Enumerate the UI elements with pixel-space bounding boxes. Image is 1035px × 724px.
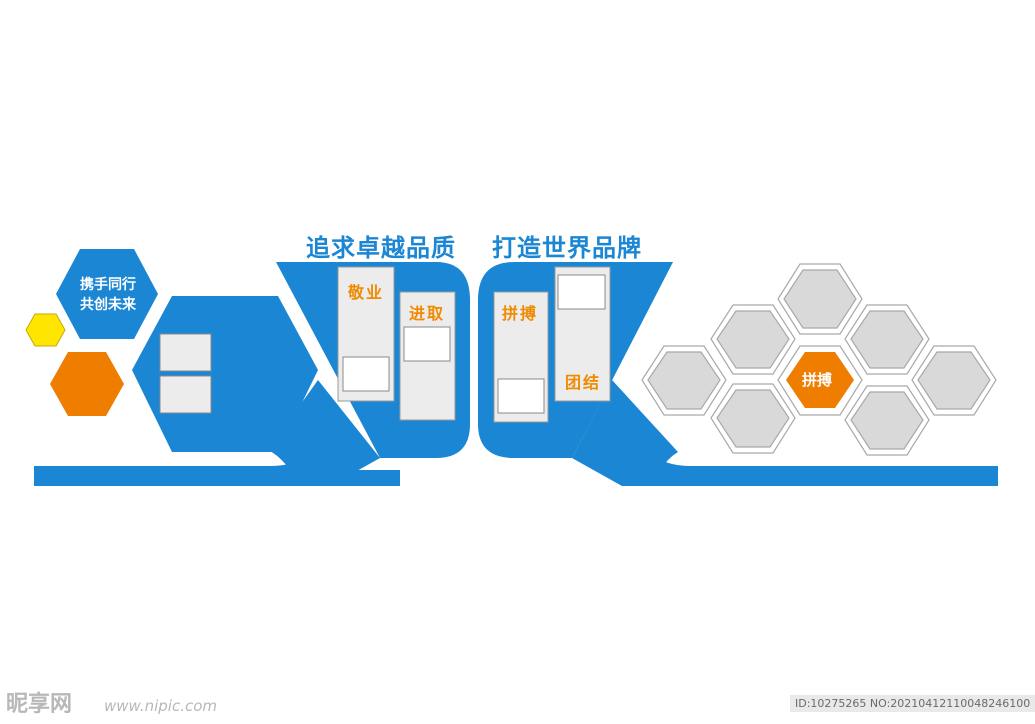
hex-photo-top: [159, 333, 212, 372]
motto-line-1: 携手同行: [80, 277, 136, 293]
hex-photo-bottom: [159, 375, 212, 414]
right-v-foot: [572, 380, 678, 486]
watermark-site-logo: 昵享网: [6, 691, 73, 717]
panel-jinqu-photo: [403, 326, 451, 362]
base-strip: [34, 420, 338, 486]
slogan-right: 打造世界品牌: [492, 234, 642, 262]
slogan-left: 追求卓越品质: [306, 234, 456, 262]
panel-jingye-photo: [342, 356, 390, 392]
honeycomb-orange-label: 拼搏: [802, 371, 833, 389]
motto-line-2: 共创未来: [80, 297, 136, 313]
watermark-id: ID:10275265 NO:20210412110048246100: [790, 695, 1035, 712]
panel-label-jingye: 敬业: [348, 283, 385, 302]
base-strip-right: [620, 420, 998, 486]
panel-pinbo-photo: [497, 378, 545, 414]
motto-blue-hexagon: [56, 249, 158, 339]
orange-hexagon: [50, 352, 124, 416]
yellow-hexagon: [25, 313, 66, 347]
panel-label-jinqu: 进取: [409, 304, 446, 323]
panel-tuanjie-photo: [557, 274, 606, 310]
left-v-foot: [268, 380, 380, 486]
honeycomb: [641, 263, 997, 456]
panel-label-pinbo: 拼搏: [502, 304, 539, 323]
watermark-url: www.nipic.com: [104, 697, 218, 715]
panel-label-tuanjie: 团结: [565, 373, 602, 392]
